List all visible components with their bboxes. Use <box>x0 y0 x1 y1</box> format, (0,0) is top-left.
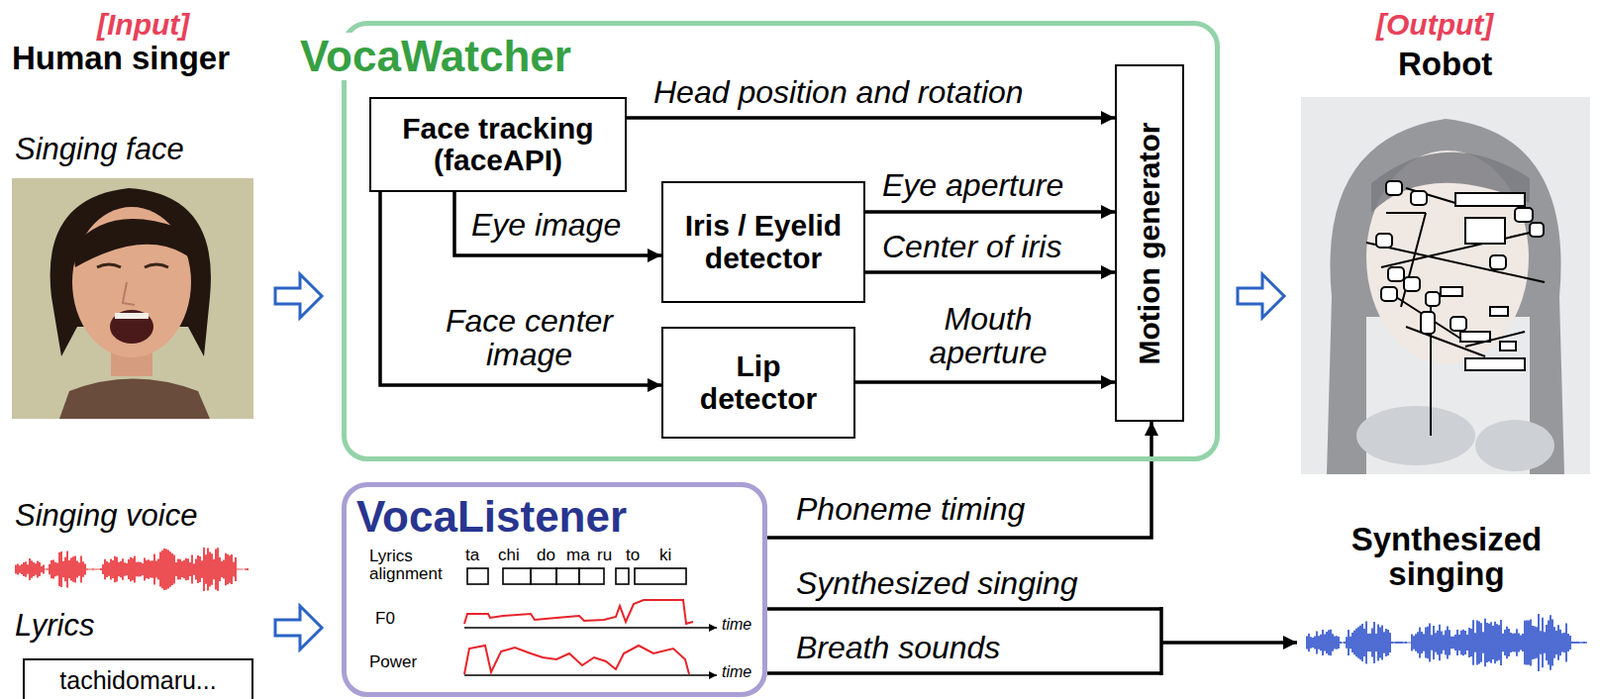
edge-label: Face center image <box>430 304 628 372</box>
syllable: to <box>625 546 640 564</box>
syllable: do <box>536 546 556 564</box>
input-name: Singing face <box>14 131 185 168</box>
connector <box>626 115 1115 120</box>
plot-label: F0 <box>375 609 396 627</box>
f0-curve <box>464 600 694 624</box>
connector <box>855 380 1115 385</box>
edge-label: Phoneme timing <box>796 492 1025 527</box>
box-label: Lip detector <box>694 350 823 415</box>
box-label: tachidomaru... <box>59 666 216 696</box>
singer-photo <box>11 178 254 419</box>
connector <box>380 192 662 386</box>
output-title: Synthesized singing <box>1305 522 1588 592</box>
axis-label: time <box>721 615 752 634</box>
connector <box>454 192 662 256</box>
connector <box>865 270 1115 275</box>
edge-label: Center of iris <box>882 229 1062 265</box>
box-label: Face tracking (faceAPI) <box>379 112 617 178</box>
input-name: Singing voice <box>14 498 198 534</box>
edge-label: Eye image <box>471 207 621 243</box>
output-tag: [Output] <box>1376 7 1494 42</box>
lyrics-box: tachidomaru... <box>22 658 254 699</box>
plot-label: Lyrics alignment <box>369 547 459 584</box>
input-name: Lyrics <box>14 607 95 644</box>
power-curve <box>464 645 690 675</box>
process-box: Face tracking (faceAPI) <box>369 97 627 193</box>
syllable: chi <box>498 546 520 564</box>
process-box: Iris / Eyelid detector <box>661 181 866 303</box>
role-title: Human singer <box>11 39 230 78</box>
edge-label: Eye aperture <box>882 168 1064 203</box>
module-title: VocaWatcher <box>296 32 576 81</box>
syllable: ma <box>566 546 591 564</box>
signal-label: Breath sounds <box>796 630 1000 666</box>
edge-label: Head position and rotation <box>653 75 1024 110</box>
connector <box>767 421 1152 538</box>
module-title: VocaListener <box>352 493 631 541</box>
syllable: ta <box>465 546 480 564</box>
output-waveform <box>1306 613 1587 672</box>
input-tag: [Input] <box>97 7 190 42</box>
robot-photo <box>1300 97 1591 475</box>
role-title: Robot <box>1398 45 1493 84</box>
connector <box>865 209 1115 214</box>
syllable: ru <box>597 546 612 564</box>
signal-label: Synthesized singing <box>796 566 1079 601</box>
box-label: Iris / Eyelid detector <box>671 209 856 275</box>
plot-label: Power <box>369 653 417 671</box>
edge-label: Mouth aperture <box>913 302 1063 370</box>
output-wires <box>767 606 1298 676</box>
process-box: Lip detector <box>661 326 856 439</box>
plot-axes <box>464 627 717 676</box>
process-label: Motion generator <box>1132 121 1167 365</box>
alignment-boxes <box>467 568 687 585</box>
process-box: Motion generator <box>1114 64 1185 422</box>
input-waveform <box>15 547 248 592</box>
syllable: ki <box>659 546 672 564</box>
axis-label: time <box>721 663 752 682</box>
